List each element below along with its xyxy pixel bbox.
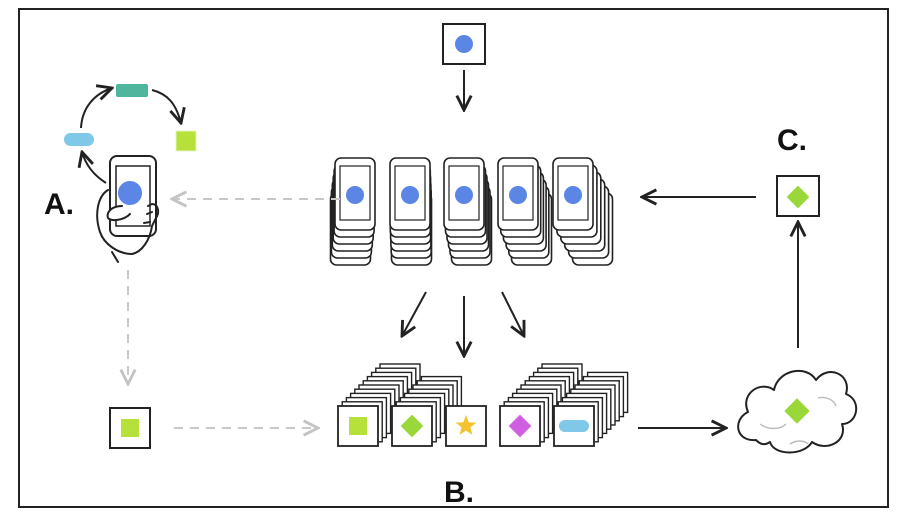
green-diamond-card-icon (776, 175, 820, 217)
usage-cycle (64, 84, 197, 184)
fleet-phone (334, 157, 376, 231)
update-card-star (445, 405, 487, 447)
global-model-card-icon (442, 23, 486, 65)
fleet-to-updates-arrows (402, 291, 524, 356)
update-card-square (337, 405, 379, 447)
fleet-phone (389, 157, 431, 231)
label-c: C. (777, 124, 807, 157)
fleet-phone (552, 157, 594, 231)
label-b: B. (444, 476, 474, 509)
cycle-arrow-bottom (82, 152, 107, 184)
fleet-phone (443, 157, 485, 231)
teal-pill-icon (116, 84, 148, 97)
update-stack (553, 371, 629, 447)
update-stack (445, 405, 487, 447)
local-update-card-icon (109, 407, 151, 449)
lightblue-pill-icon (64, 133, 94, 146)
update-card-pill (553, 405, 595, 447)
lime-square-icon (175, 130, 197, 152)
phone-in-hand-icon (96, 155, 160, 263)
fleet-phone (497, 157, 539, 231)
update-stack (337, 363, 421, 447)
cloud-icon (737, 370, 857, 454)
label-a: A. (44, 188, 74, 221)
update-card-diamond (499, 405, 541, 447)
cycle-arrow-right (151, 89, 181, 123)
device-fleet-icon (329, 157, 614, 266)
update-stacks (337, 363, 629, 447)
update-card-diamond (391, 405, 433, 447)
cycle-arrow-left (80, 88, 112, 129)
